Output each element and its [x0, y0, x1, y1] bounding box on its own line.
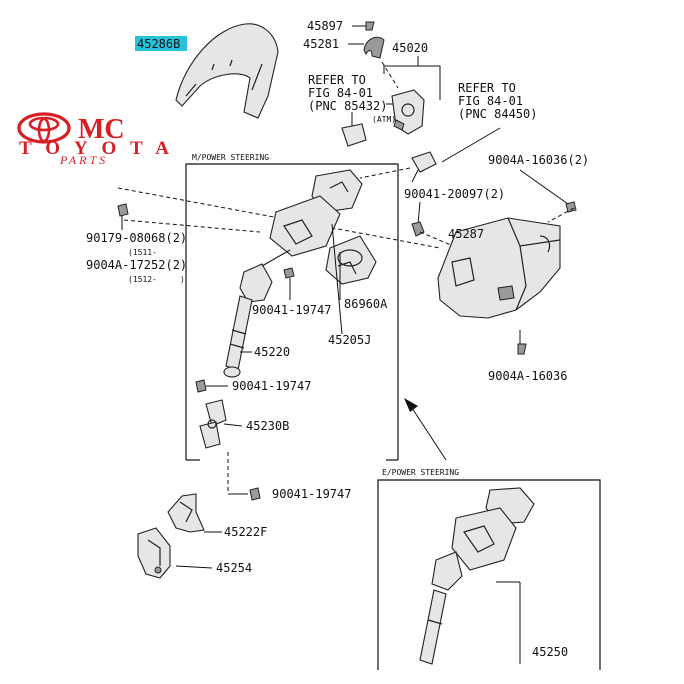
label-90041-20097-2: 90041-20097(2) — [404, 187, 505, 201]
direction-arrow-icon — [404, 398, 447, 461]
label-45281: 45281 — [303, 37, 339, 51]
universal-joint-45230B — [199, 399, 227, 449]
label-45230B: 45230B — [246, 419, 289, 433]
steering-column-mpower — [239, 169, 363, 303]
steering-column-epower — [419, 487, 535, 665]
epower-steering-label: E/POWER STEERING — [382, 468, 459, 477]
label-90179-08068-2: 90179-08068(2) — [86, 231, 187, 245]
clip-90041-20097 — [411, 221, 425, 237]
label-9004A-16036: 9004A-16036 — [488, 369, 567, 383]
label-90041-19747-b: 90041-19747 — [232, 379, 311, 393]
brand-parts: PARTS — [59, 153, 108, 167]
motor-86960A — [325, 235, 377, 285]
intermediate-shaft-45220 — [223, 295, 253, 378]
screw-90041-19747-c — [249, 487, 261, 501]
label-45287: 45287 — [448, 227, 484, 241]
ref2-line1: REFER TO — [458, 81, 516, 95]
mpower-steering-box: M/POWER STEERING — [185, 153, 399, 461]
label-9004A-17252-2: 9004A-17252(2) — [86, 258, 187, 272]
column-hole-cover-45222F — [167, 493, 205, 533]
ref1-line3: (PNC 85432) — [308, 99, 387, 113]
label-9004A-16036-2: 9004A-16036(2) — [488, 153, 589, 167]
ref1-line1: REFER TO — [308, 73, 366, 87]
label-45286B: 45286B — [137, 37, 180, 51]
label-45205J: 45205J — [328, 333, 371, 347]
ignition-lock-assembly — [341, 89, 437, 183]
ref2-line3: (PNC 84450) — [458, 107, 537, 121]
toyota-emblem-icon — [17, 112, 71, 144]
label-45020: 45020 — [392, 41, 428, 55]
note-1512: (1512- — [128, 275, 157, 284]
screw-top-right — [565, 201, 577, 213]
label-45220: 45220 — [254, 345, 290, 359]
sleeve-45281 — [363, 36, 385, 59]
clip-45897 — [365, 21, 375, 31]
upper-column-cover — [175, 23, 279, 119]
label-highlight — [135, 36, 187, 51]
label-45250: 45250 — [532, 645, 568, 659]
label-86960A: 86960A — [344, 297, 388, 311]
lower-column-cover — [437, 217, 561, 319]
ref2-line2: FIG 84-01 — [458, 94, 523, 108]
note-1512-close: ) — [180, 275, 185, 284]
label-90041-19747-a: 90041-19747 — [252, 303, 331, 317]
screw-bottom-right — [517, 343, 527, 355]
epower-steering-box: E/POWER STEERING — [377, 468, 601, 670]
ref1-line2: FIG 84-01 — [308, 86, 373, 100]
label-90041-19747-c: 90041-19747 — [272, 487, 351, 501]
ref1-note: (ATM) — [372, 115, 396, 124]
screw-90179 — [117, 203, 129, 217]
screw-90041-19747-b — [195, 379, 207, 393]
note-1511: (1511- — [128, 248, 157, 257]
brand-mc: MC — [78, 114, 125, 145]
label-45222F: 45222F — [224, 525, 267, 539]
toyota-logo: MC TOYOTA PARTS — [17, 112, 169, 167]
mpower-steering-label: M/POWER STEERING — [192, 153, 269, 162]
seal-45254 — [137, 527, 171, 579]
label-45254: 45254 — [216, 561, 252, 575]
screw-90041-19747-a — [283, 267, 295, 279]
label-45897: 45897 — [307, 19, 343, 33]
